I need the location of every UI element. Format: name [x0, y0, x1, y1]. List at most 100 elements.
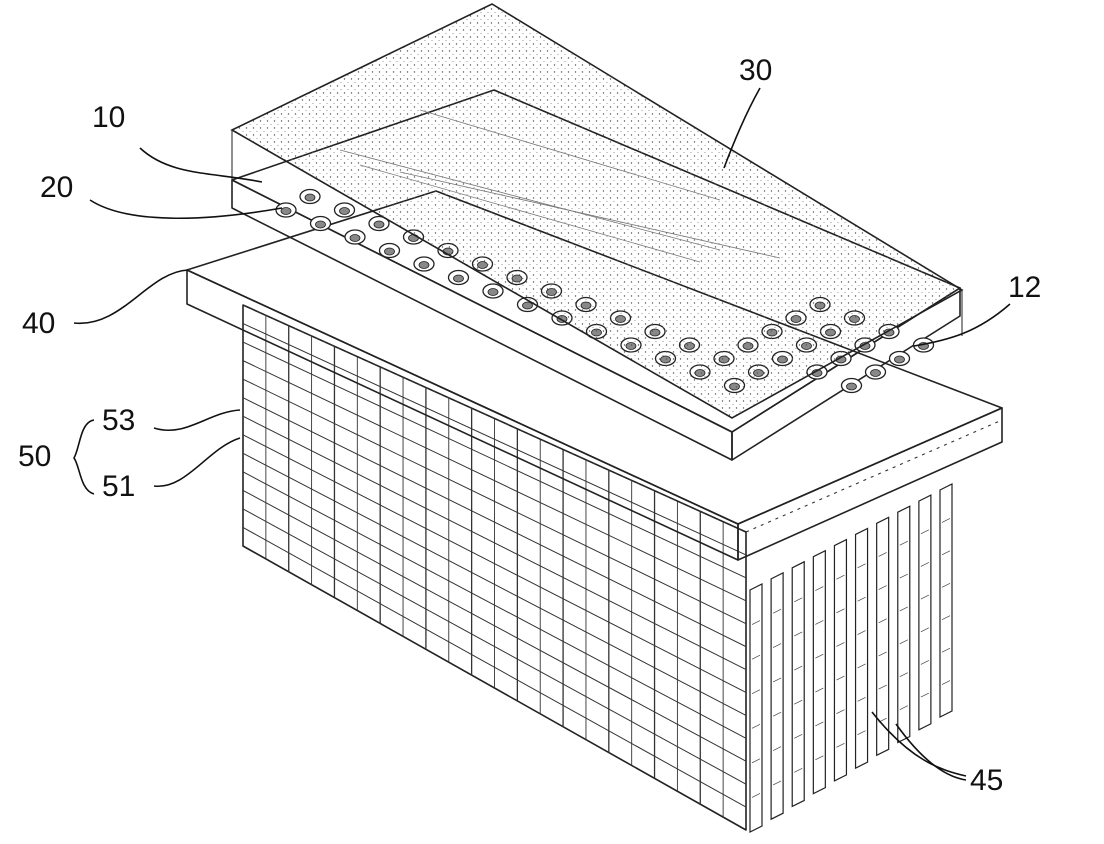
- fin-tick: [941, 647, 951, 653]
- led-package: [378, 242, 401, 259]
- fin-tick: [794, 631, 803, 637]
- grid-block-lines: [242, 315, 747, 818]
- base-plate-hidden-edge: [242, 304, 1003, 533]
- fin-tick: [772, 677, 782, 683]
- led-core: [846, 382, 857, 391]
- leader-10: [139, 147, 263, 183]
- grid-row-line: [242, 471, 747, 739]
- grid-row-line: [242, 341, 747, 579]
- leader-30: [723, 87, 761, 169]
- grid-row-line: [242, 452, 747, 716]
- led-core: [894, 355, 905, 364]
- fin-tick: [751, 793, 761, 798]
- fin-tick: [836, 608, 845, 614]
- brace-50: [73, 419, 95, 495]
- led-package: [299, 188, 321, 205]
- fin-tick: [899, 540, 908, 546]
- fin-tick: [941, 518, 951, 523]
- led-package: [309, 215, 332, 232]
- fin-tick: [751, 620, 761, 625]
- label-20: 20: [40, 171, 73, 204]
- fin-tick: [815, 721, 824, 727]
- fin-tick: [836, 574, 845, 580]
- label-30: 30: [739, 54, 772, 87]
- led-core: [870, 369, 881, 377]
- fin: [833, 538, 848, 782]
- grid-row-line: [242, 323, 747, 556]
- fin-tick: [878, 585, 887, 590]
- label-50: 50: [18, 440, 51, 473]
- led-core: [418, 261, 430, 269]
- fin-tick: [941, 680, 951, 685]
- fin: [749, 583, 763, 833]
- leader-45-b: [895, 723, 967, 781]
- grid-row-line: [242, 434, 747, 693]
- fin-tick: [899, 606, 908, 612]
- led-core: [339, 207, 350, 215]
- fin: [918, 494, 932, 731]
- fin: [897, 505, 911, 744]
- fin-tick: [815, 620, 824, 625]
- led-core: [384, 247, 395, 256]
- led-package: [888, 350, 911, 367]
- led-core: [453, 274, 464, 283]
- fin-tick: [941, 582, 951, 588]
- fin-tick: [772, 746, 782, 751]
- fin-tick: [857, 730, 866, 736]
- fin-tick: [836, 709, 845, 714]
- led-package: [413, 256, 435, 272]
- fin-tick: [920, 660, 930, 665]
- label-45: 45: [970, 764, 1003, 797]
- fin-tick: [857, 563, 866, 569]
- base-plate: [186, 190, 1003, 561]
- fin: [770, 571, 784, 821]
- grid-row-line: [242, 527, 747, 808]
- fin-tick: [920, 627, 930, 633]
- led-core: [349, 234, 361, 242]
- fin-tick: [878, 552, 887, 557]
- fin: [854, 527, 869, 770]
- fin-tick: [857, 596, 866, 602]
- fin-tick: [815, 586, 824, 591]
- grid-row-line: [242, 360, 747, 602]
- grid-row-line: [242, 415, 747, 670]
- label-51: 51: [102, 470, 135, 503]
- fin-tick: [836, 742, 845, 748]
- fin-tick: [878, 618, 887, 624]
- fin-tick: [920, 529, 930, 535]
- fin-tick: [815, 653, 824, 659]
- fin-tick: [815, 755, 824, 761]
- fin-tick: [878, 651, 887, 657]
- grid-block: [242, 304, 747, 831]
- led-package: [840, 377, 863, 394]
- fin-tick: [857, 697, 866, 702]
- leader-12: [913, 303, 1011, 347]
- fin-tick: [920, 562, 930, 567]
- label-10: 10: [92, 101, 125, 134]
- led-core: [280, 207, 292, 215]
- fin-tick: [772, 711, 782, 717]
- fin-tick: [794, 597, 803, 603]
- fin: [791, 560, 805, 808]
- fin-tick: [941, 550, 951, 556]
- grid-row-line: [242, 489, 747, 762]
- label-40: 40: [22, 307, 55, 340]
- leader-20: [89, 199, 283, 220]
- led-package: [368, 215, 390, 232]
- fin: [939, 483, 953, 718]
- fin-tick: [794, 665, 803, 671]
- fin-tick: [836, 642, 845, 647]
- fin-tick: [836, 675, 845, 681]
- fin-tick: [920, 594, 930, 600]
- cooling-fins: [749, 483, 953, 833]
- fin-tick: [899, 573, 908, 579]
- fin-tick: [878, 684, 887, 690]
- led-package: [275, 202, 297, 218]
- fin-tick: [751, 758, 761, 764]
- leader-45-a: [871, 711, 967, 777]
- fin: [876, 516, 890, 757]
- fin: [812, 549, 826, 795]
- fin-tick: [751, 689, 761, 695]
- fin-tick: [899, 705, 908, 710]
